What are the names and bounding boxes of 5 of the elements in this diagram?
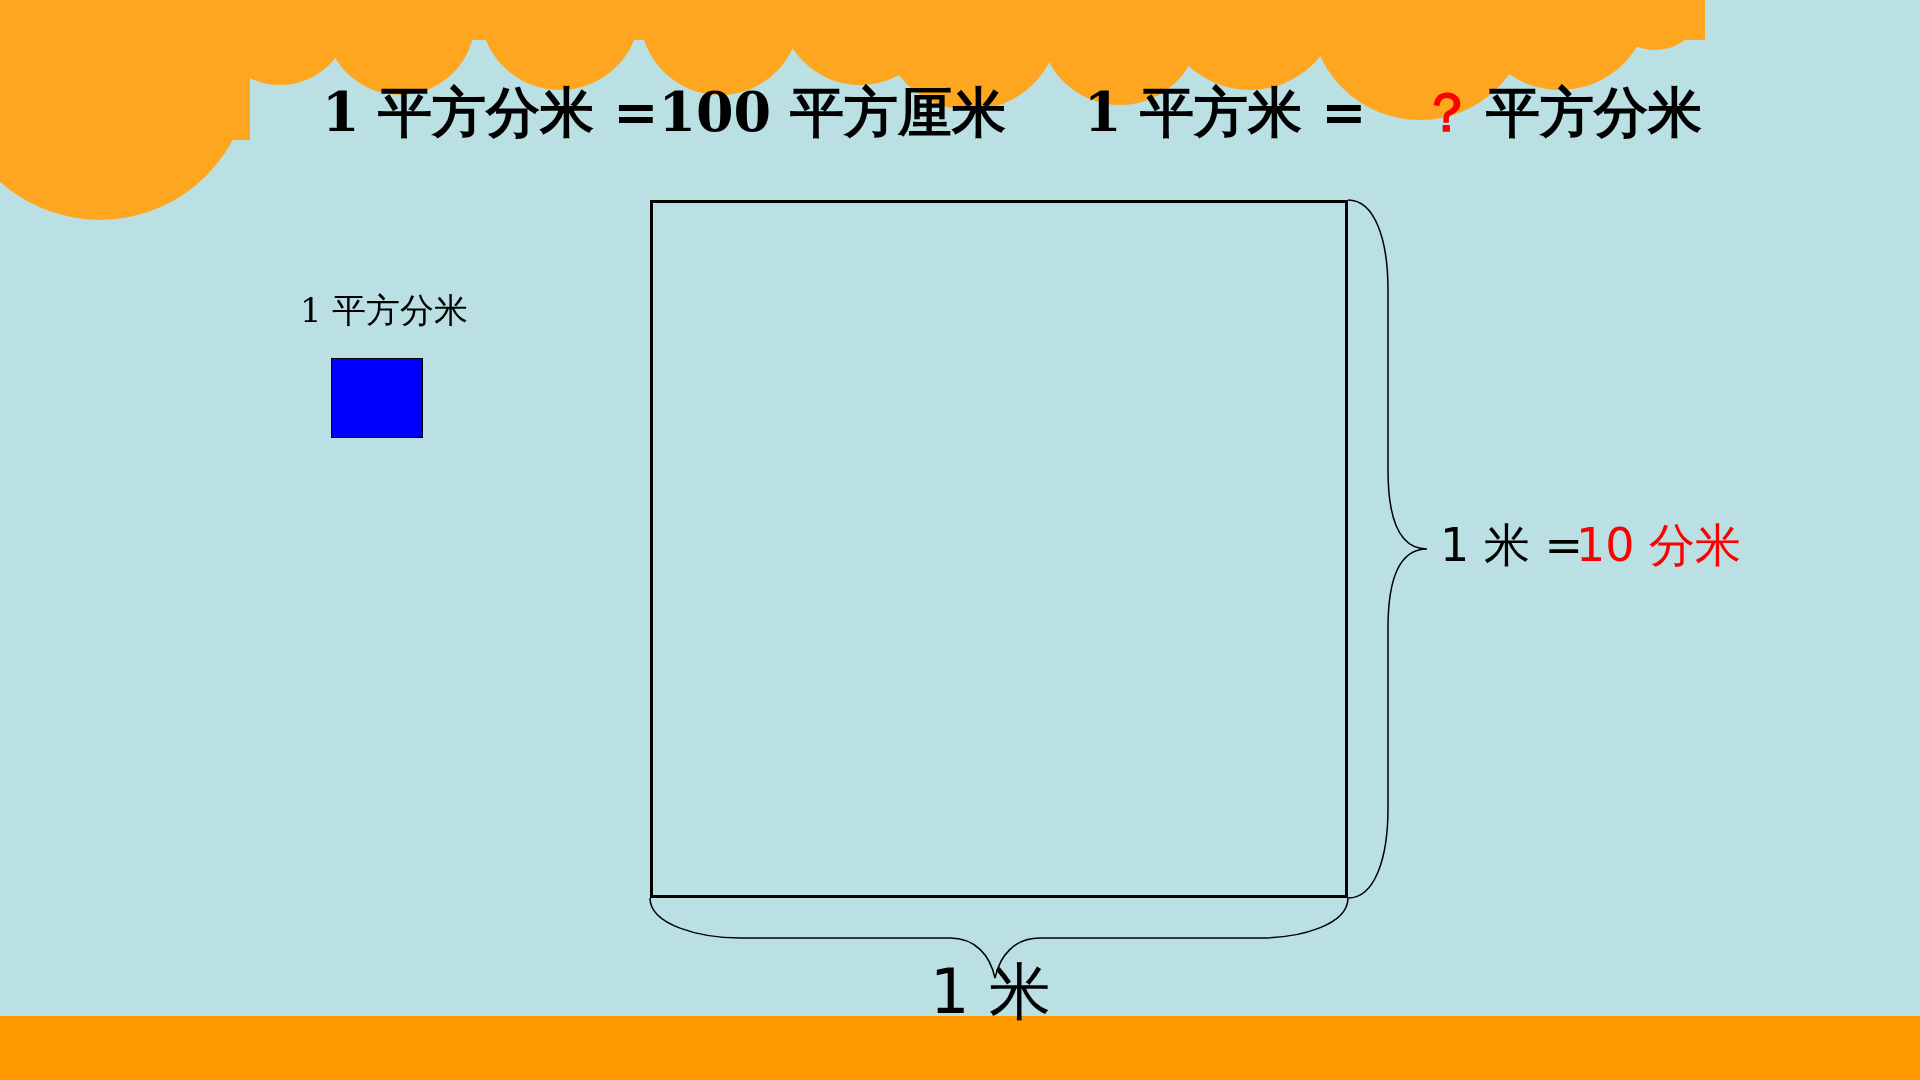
unit-label: 1 平方分米: [300, 290, 469, 331]
square-drawing: [650, 200, 1348, 898]
unit-text: 平方分米: [1486, 80, 1702, 145]
unit-square: [331, 358, 423, 438]
length-label: 1 米: [930, 955, 1052, 1030]
